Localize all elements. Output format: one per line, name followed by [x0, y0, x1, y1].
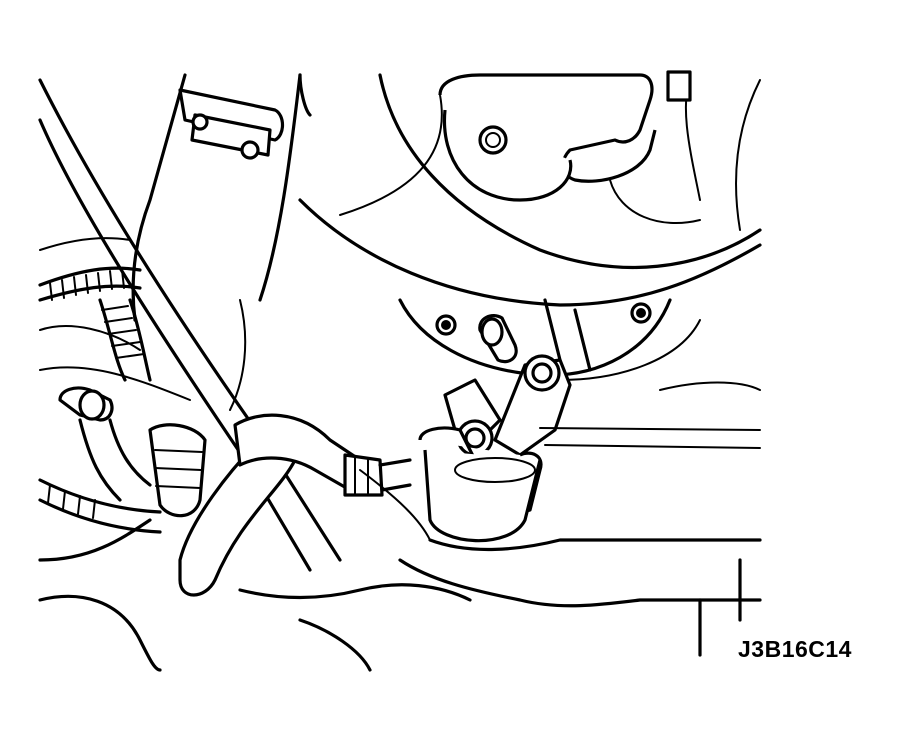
shift-lever [443, 298, 592, 457]
figure-code-label: J3B16C14 [738, 636, 852, 662]
wrapped-harness [38, 423, 207, 534]
small-hose-fitting [58, 386, 152, 502]
shift-shaft-housing [418, 426, 762, 552]
upper-hose [131, 73, 312, 322]
engine-block [38, 469, 762, 672]
mount-bracket [438, 70, 692, 202]
transaxle-housing [298, 73, 762, 307]
lower-hose [178, 413, 412, 597]
misc-lines [39, 237, 761, 411]
